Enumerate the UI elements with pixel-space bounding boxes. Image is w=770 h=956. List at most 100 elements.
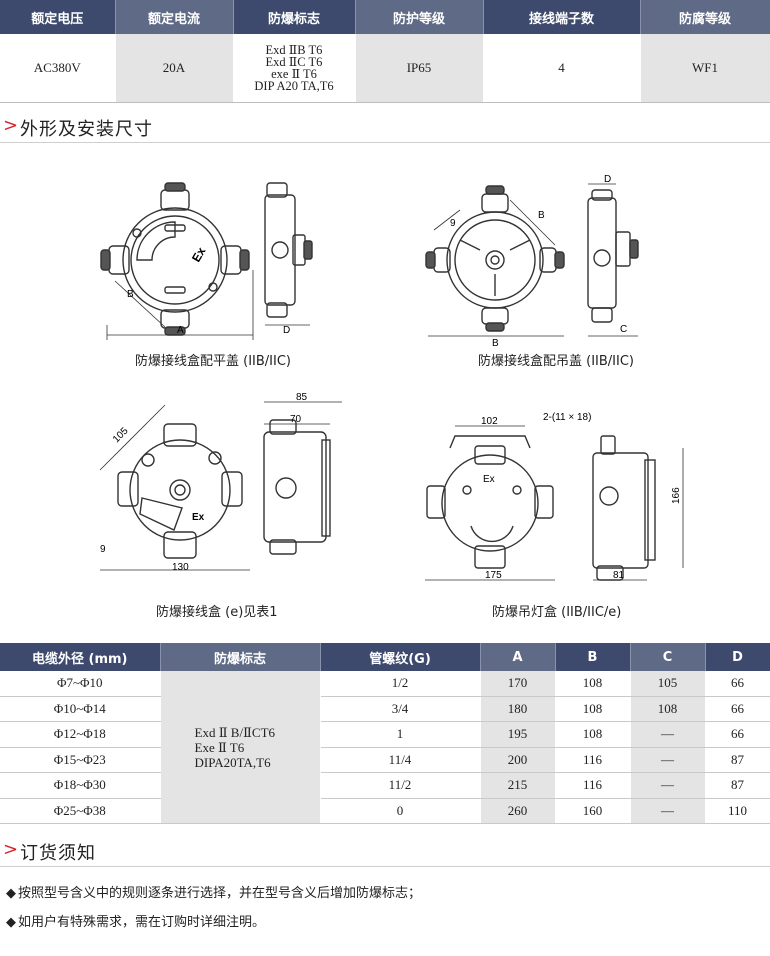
fig4-dim-81: 81 (613, 570, 625, 581)
table-row: Φ12~Φ18 1 195 108 — 66 (0, 721, 770, 748)
cable-cell: Φ12~Φ18 (0, 721, 161, 748)
size-mark-line: Exd Ⅱ B/ⅡCT6 (194, 724, 276, 740)
side-view-body (587, 197, 617, 309)
spec-mark-line: Exd ⅡB T6 (265, 43, 323, 57)
c-cell: — (630, 798, 706, 824)
d-cell: 66 (705, 696, 770, 722)
spec-header-terminals: 接线端子数 (483, 0, 641, 34)
spec-header-marks: 防爆标志 (233, 0, 356, 34)
section-order-header: > 订货须知 (0, 836, 770, 867)
box-cover-circle (130, 215, 220, 305)
order-note-text: 按照型号含义中的规则逐条进行选择，并在型号含义后增加防爆标志； (18, 886, 422, 901)
c-cell: 108 (630, 696, 706, 722)
table-row: Φ10~Φ14 3/4 180 108 108 66 (0, 696, 770, 722)
size-header-row: 电缆外径 (mm) 防爆标志 管螺纹(G) A B C D (0, 643, 770, 671)
spec-mark-line: DIP A20 TA,T6 (254, 79, 334, 93)
c-cell: — (630, 747, 706, 773)
side-view-body (592, 452, 649, 569)
c-cell: 105 (630, 671, 706, 697)
box-body-circle (441, 454, 539, 552)
figure-flat-cover-drawing: Ex B A D (100, 182, 313, 340)
thread-cell: 1/2 (320, 671, 481, 697)
figure-e-box-drawing: Ex 105 9 130 85 70 (99, 392, 342, 573)
cable-cell: Φ25~Φ38 (0, 798, 161, 824)
fig3-dim-85: 85 (296, 392, 308, 403)
b-cell: 108 (555, 721, 631, 748)
b-cell: 108 (555, 696, 631, 722)
spec-current: 20A (115, 34, 234, 103)
b-cell: 116 (555, 747, 631, 773)
fig4-dim-102: 102 (481, 416, 498, 427)
size-marks-cell: Exd Ⅱ B/ⅡCT6 Exe Ⅱ T6 DIPA20TA,T6 (160, 671, 321, 824)
side-view-body (263, 431, 327, 543)
spec-header-voltage: 额定电压 (0, 0, 116, 34)
diamond-bullet-icon: ◆ (6, 915, 16, 930)
spec-header-current: 额定电流 (115, 0, 234, 34)
fig4-dim-slot: 2-(11 × 18) (543, 412, 591, 423)
thread-cell: 11/2 (320, 772, 481, 799)
d-cell: 110 (705, 798, 770, 824)
diamond-bullet-icon: ◆ (6, 886, 16, 901)
thread-cell: 3/4 (320, 696, 481, 722)
section-outline-title: 外形及安装尺寸 (20, 119, 153, 140)
figure-hanging-cover-drawing: 9 B D B C (425, 174, 639, 348)
fig3-caption: 防爆接线盒 (e)见表1 (156, 605, 278, 620)
b-cell: 116 (555, 772, 631, 799)
size-mark-line: DIPA20TA,T6 (194, 754, 271, 770)
figure-pendant-box-drawing: Ex 102 2-(11 × 18) 175 166 81 (425, 412, 684, 581)
size-header-d: D (705, 643, 770, 671)
b-cell: 108 (555, 671, 631, 697)
table-row: Φ25~Φ38 0 260 160 — 110 (0, 798, 770, 824)
fig3-ex-label: Ex (192, 512, 205, 523)
fig3-dim-70: 70 (290, 414, 302, 425)
cable-cell: Φ10~Φ14 (0, 696, 161, 722)
order-note: ◆按照型号含义中的规则逐条进行选择，并在型号含义后增加防爆标志； (6, 882, 421, 901)
size-header-b: B (555, 643, 631, 671)
spec-marks: Exd ⅡB T6 Exd ⅡC T6 exe Ⅱ T6 DIP A20 TA,… (233, 34, 356, 103)
d-cell: 87 (705, 772, 770, 799)
spec-mark-line: exe Ⅱ T6 (271, 67, 317, 81)
size-header-marks: 防爆标志 (160, 643, 321, 671)
fig4-dim-175: 175 (485, 570, 502, 581)
fig2-dim-b: B (492, 338, 499, 348)
d-cell: 66 (705, 721, 770, 748)
cable-cell: Φ7~Φ10 (0, 671, 161, 697)
spec-header-row: 额定电压 额定电流 防爆标志 防护等级 接线端子数 防腐等级 (0, 0, 770, 34)
cable-cell: Φ15~Φ23 (0, 747, 161, 773)
table-row: Φ15~Φ23 11/4 200 116 — 87 (0, 747, 770, 773)
spec-row: AC380V 20A Exd ⅡB T6 Exd ⅡC T6 exe Ⅱ T6 … (0, 34, 770, 103)
box-body-circle (122, 207, 228, 313)
box-body-circle (129, 439, 231, 541)
fig2-dim-9: 9 (450, 218, 456, 229)
size-mark-line: Exe Ⅱ T6 (194, 739, 245, 755)
fig2-caption: 防爆接线盒配吊盖 (IIB/IIC) (478, 354, 634, 369)
size-table: 电缆外径 (mm) 防爆标志 管螺纹(G) A B C D Φ7~Φ10 Exd… (0, 643, 770, 824)
fig1-caption: 防爆接线盒配平盖 (IIB/IIC) (135, 354, 291, 369)
fig1-ex-label: Ex (189, 245, 209, 265)
spec-corrosion: WF1 (640, 34, 770, 103)
fig3-dim-9: 9 (100, 544, 106, 555)
spec-mark-line: Exd ⅡC T6 (265, 55, 323, 69)
a-cell: 170 (480, 671, 556, 697)
order-note: ◆如用户有特殊需求，需在订购时详细注明。 (6, 911, 265, 930)
fig2-dim-d: D (604, 174, 611, 185)
a-cell: 195 (480, 721, 556, 748)
b-cell: 160 (555, 798, 631, 824)
a-cell: 260 (480, 798, 556, 824)
spec-voltage: AC380V (0, 34, 116, 103)
fig4-dim-166: 166 (671, 487, 682, 504)
size-header-c: C (630, 643, 706, 671)
fig4-ex-label: Ex (483, 474, 495, 485)
spec-table: 额定电压 额定电流 防爆标志 防护等级 接线端子数 防腐等级 AC380V 20… (0, 0, 770, 103)
table-row: Φ7~Φ10 Exd Ⅱ B/ⅡCT6 Exe Ⅱ T6 DIPA20TA,T6… (0, 671, 770, 824)
fig3-dim-130: 130 (172, 562, 189, 573)
thread-cell: 11/4 (320, 747, 481, 773)
size-header-cable: 电缆外径 (mm) (0, 643, 161, 671)
table-row: Φ18~Φ30 11/2 215 116 — 87 (0, 772, 770, 799)
fig2-dim-b-top: B (538, 210, 545, 221)
size-header-a: A (480, 643, 556, 671)
a-cell: 180 (480, 696, 556, 722)
spec-header-corrosion: 防腐等级 (640, 0, 770, 34)
spec-terminals: 4 (483, 34, 641, 103)
section-arrow-icon: > (3, 839, 19, 860)
